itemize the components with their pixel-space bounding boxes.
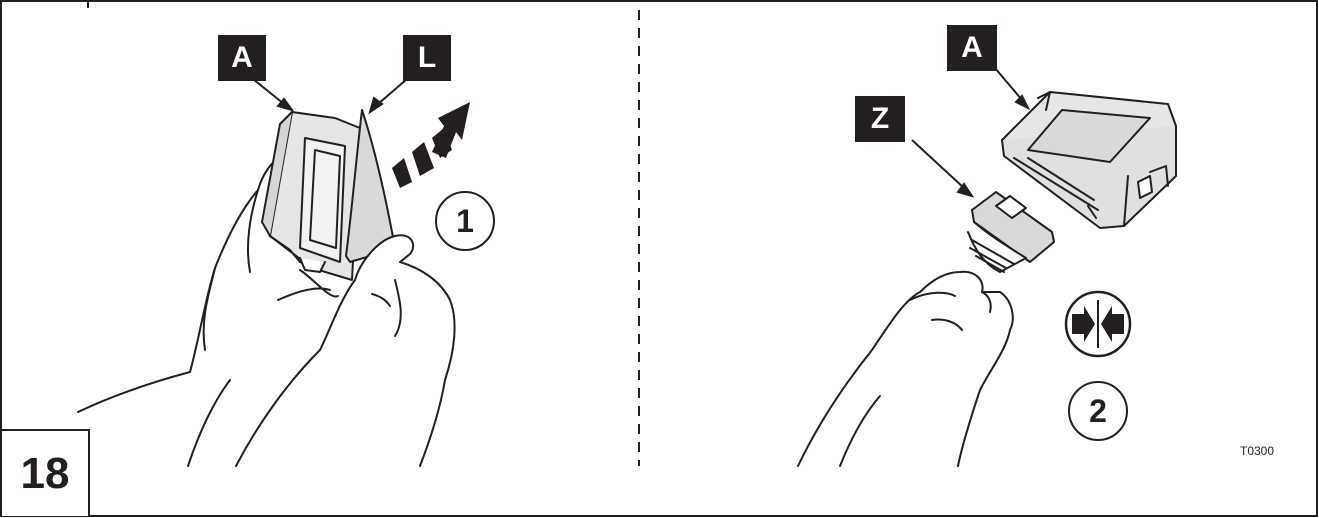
- connect-icon: [1066, 292, 1130, 356]
- step-1-badge: 1: [435, 191, 495, 251]
- right-hand-2: [798, 272, 1013, 466]
- step-number: 18: [2, 429, 90, 516]
- peel-arrow-icon: [392, 102, 470, 188]
- label-l: L: [403, 35, 451, 81]
- figure-code: T0300: [1240, 444, 1274, 458]
- label-z: Z: [855, 96, 905, 142]
- label-a-left: A: [218, 35, 266, 81]
- label-a-right: A: [947, 25, 997, 71]
- step-2-badge: 2: [1068, 381, 1128, 441]
